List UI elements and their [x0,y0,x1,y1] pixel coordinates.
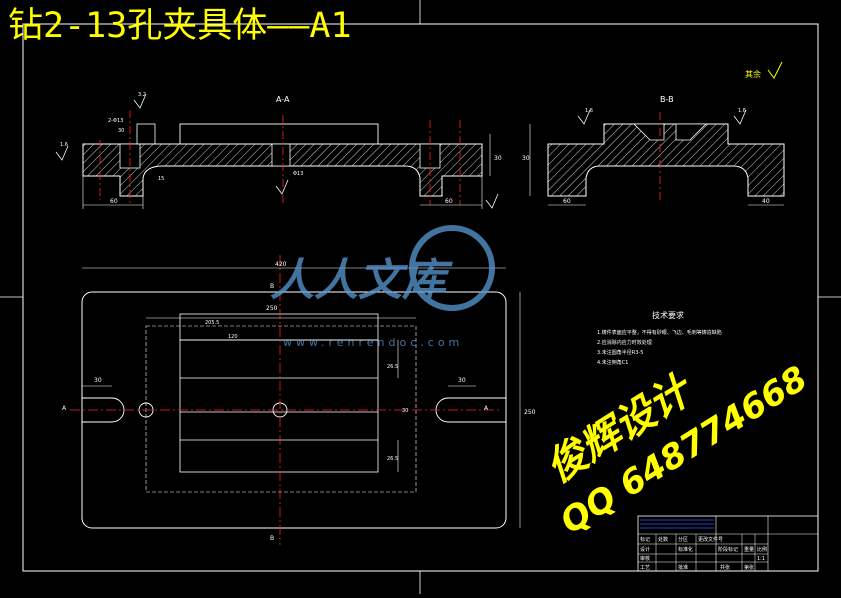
tech-req-title: 技术要求 [652,310,684,320]
watermark-url: www.renrendoc.com [283,336,463,349]
bb-rough-left: 1.6 [585,108,593,114]
plan-dim-side-h: 30 [402,408,408,414]
roughness-icon [577,109,591,125]
aa-dim-left-bottom: 60 [110,198,118,205]
section-aa: A-A 60 60 30 2-Φ13 30 Φ13 15 1.6 3 [55,92,502,209]
tb-cell-12: 工艺 [640,565,650,571]
plan-dim-overall-w: 420 [275,261,287,268]
plan-section-b-top: B [270,283,274,290]
aa-hole-note: 2-Φ13 [108,118,123,124]
section-bb: B-B 30 60 40 1.6 1.6 [522,95,785,206]
plan-view: 420 250 205.5 120 250 26.5 26.5 30 30 30… [62,255,536,545]
aa-top-note: Φ13 [293,171,303,177]
tb-cell-10: 比例 [757,546,767,553]
aa-slot-width: 30 [118,128,124,134]
tech-requirements: 技术要求 1.铸件表面应平整，不得有砂眼、飞边、毛刺等铸造缺陷 2.应消除内应力… [597,310,722,366]
tb-cell-7: 标准化 [678,546,693,553]
tb-cell-6: 设计 [640,546,650,553]
plan-dim-row2: 26.5 [387,456,398,462]
plan-dim-slot-left: 30 [94,377,102,384]
aa-rough-2: 3.2 [138,92,146,98]
tech-req-line-1: 1.铸件表面应平整，不得有砂眼、飞边、毛刺等铸造缺陷 [597,329,722,336]
tb-cell-14: 1:1 [757,556,765,562]
plan-dim-slot-w: 205.5 [205,320,219,326]
roughness-note: 其余 [745,69,761,79]
aa-rough-1: 1.6 [60,142,68,148]
roughness-icon [133,93,147,109]
tb-cell-0: 标记 [640,536,650,543]
plan-outline [81,291,507,529]
plan-dim-inner-w: 250 [266,305,278,312]
aa-depth: 15 [158,176,164,182]
aa-dim-height: 30 [494,155,502,162]
plan-dim-overall-h: 250 [524,409,536,416]
tb-cell-11: 审核 [640,555,650,562]
section-aa-label: A-A [276,95,290,104]
tb-cell-8: 阶段标记 [718,546,738,553]
plan-section-a-left: A [62,405,67,412]
plan-section-a-right: A [484,405,489,412]
drawing-frame [22,23,819,572]
tb-cell-13: 批准 [678,564,688,571]
roughness-symbol-icon [767,61,783,79]
tb-cell-3: 更改文件号 [698,536,723,543]
plan-dim-slot-right: 30 [458,377,466,384]
aa-section-body [82,143,483,197]
tech-req-line-2: 2.应消除内应力时效处理 [597,339,652,346]
tb-cell-9: 重量 [744,546,754,553]
roughness-icon [733,109,747,125]
bb-dim-bottom-left: 60 [563,198,571,205]
bb-section-body [547,123,785,197]
plan-section-b-bottom: B [270,535,274,542]
tb-cell-16: 第张 [744,564,754,571]
plan-dim-center-w: 120 [228,334,238,340]
roughness-icon [275,179,289,195]
title-block: 标记 处数 分区 更改文件号 设计 标准化 阶段标记 重量 比例 审核 工艺 批… [637,515,819,572]
watermark-logo-icon [409,225,495,311]
bb-dim-height: 30 [522,155,530,162]
bb-rough-right: 1.6 [738,108,746,114]
drawing-title: 钻2-13孔夹具体——A1 [8,6,352,46]
tb-cell-15: 共张 [720,564,730,571]
roughness-icon [485,193,499,209]
aa-dim-right-bottom: 60 [445,198,453,205]
watermark: 人人文库 www.renrendoc.com [270,225,495,349]
roughness-icon [55,145,69,161]
tb-cell-2: 分区 [678,536,688,543]
watermark-text: 人人文库 [270,255,453,306]
tech-req-line-4: 4.未注倒角C1 [597,359,628,366]
tech-req-line-3: 3.未注圆角半径R3-5 [597,349,643,356]
section-bb-label: B-B [660,95,674,104]
bb-dim-bottom-right: 40 [762,198,770,205]
plan-dim-row1: 26.5 [387,364,398,370]
tb-cell-1: 处数 [658,536,668,543]
